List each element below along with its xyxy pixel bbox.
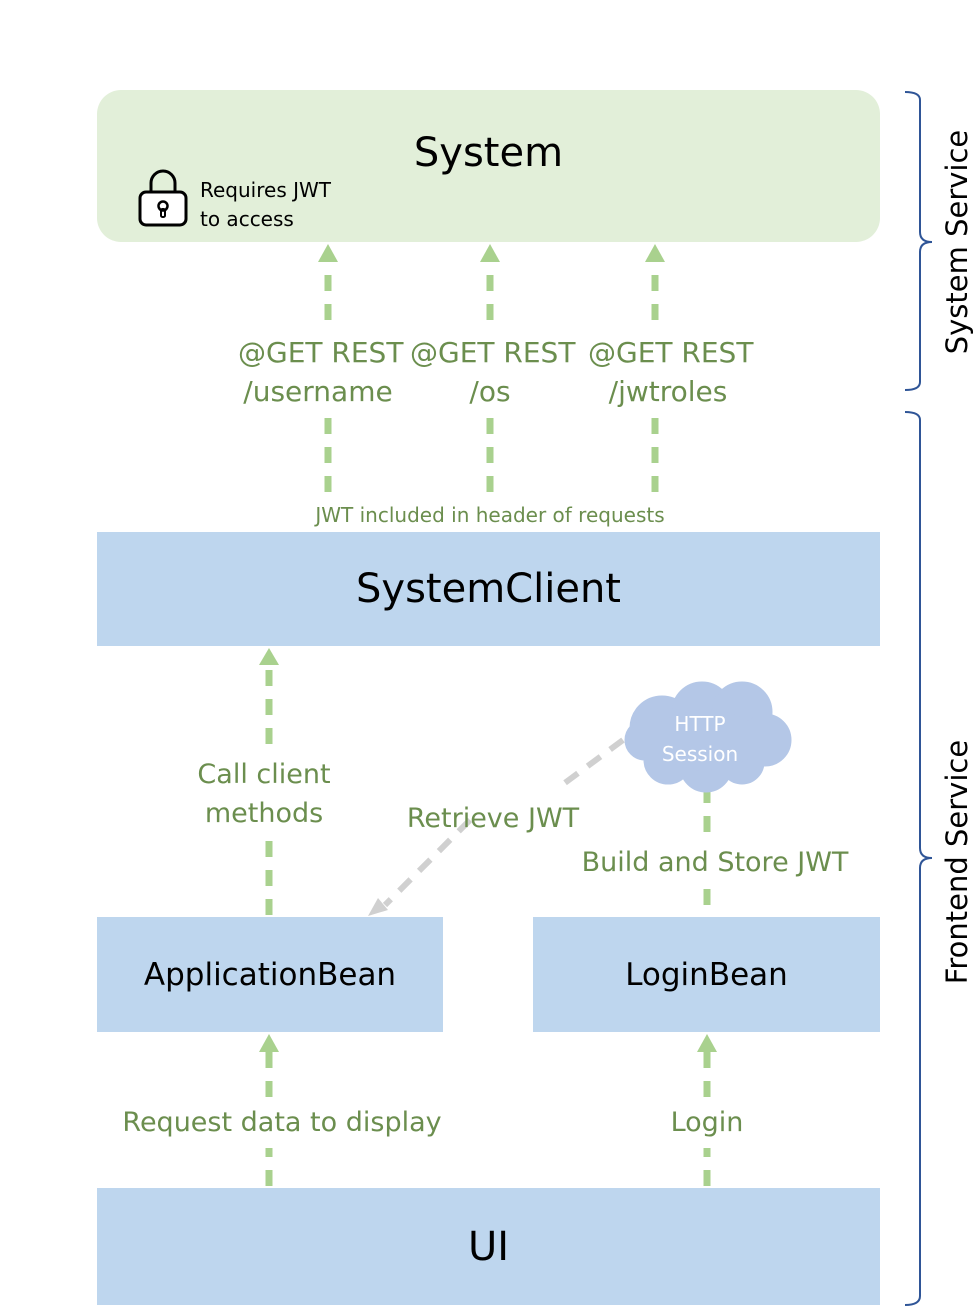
http-session-line2: Session (661, 742, 739, 766)
rest-arrowhead-username (318, 244, 338, 262)
lock-note-line2: to access (200, 207, 294, 231)
rest-path: /username (243, 375, 393, 408)
http-session-cloud (624, 681, 792, 793)
application-bean-box: ApplicationBean (97, 917, 443, 1032)
retrieve-jwt-arrow-lower (382, 817, 473, 908)
rest-path: /os (469, 375, 511, 408)
retrieve-jwt-arrowhead (368, 898, 388, 916)
systemclient-box: SystemClient (97, 532, 880, 646)
retrieve-jwt-label: Retrieve JWT (406, 803, 580, 834)
system-service-label: System Service (940, 129, 974, 355)
retrieve-jwt-arrow-upper (556, 737, 625, 791)
call-client-arrowhead (259, 648, 279, 665)
rest-arrowhead-os (480, 244, 500, 262)
rest-method: @GET REST (238, 336, 404, 369)
http-session-label: HTTP Session (650, 709, 750, 769)
lock-icon (138, 169, 188, 227)
frontend-service-label: Frontend Service (940, 739, 974, 985)
rest-label-username: @GET REST /username (238, 333, 404, 411)
build-store-jwt-label: Build and Store JWT (581, 847, 849, 878)
request-data-arrowhead (259, 1034, 279, 1052)
rest-method: @GET REST (588, 336, 754, 369)
login-label: Login (670, 1107, 744, 1138)
rest-method: @GET REST (410, 336, 576, 369)
call-client-line2: methods (204, 798, 324, 829)
system-title: System (413, 130, 564, 176)
call-client-label: Call client methods (174, 755, 354, 833)
system-box: System (97, 90, 880, 242)
call-client-line1: Call client (197, 759, 331, 790)
rest-path: /jwtroles (608, 375, 728, 408)
rest-label-os: @GET REST /os (410, 333, 576, 411)
ui-box: UI (97, 1188, 880, 1305)
jwt-header-note: JWT included in header of requests (315, 503, 665, 527)
rest-arrowhead-jwtroles (645, 244, 665, 262)
http-session-line1: HTTP (674, 712, 726, 736)
system-service-bracket (904, 91, 933, 391)
lock-note: Requires JWT to access (200, 176, 331, 234)
rest-label-jwtroles: @GET REST /jwtroles (588, 333, 754, 411)
lock-note-line1: Requires JWT (200, 178, 331, 202)
frontend-service-bracket (904, 411, 933, 1306)
request-data-label: Request data to display (122, 1107, 442, 1138)
login-arrowhead (697, 1034, 717, 1052)
login-bean-box: LoginBean (533, 917, 880, 1032)
